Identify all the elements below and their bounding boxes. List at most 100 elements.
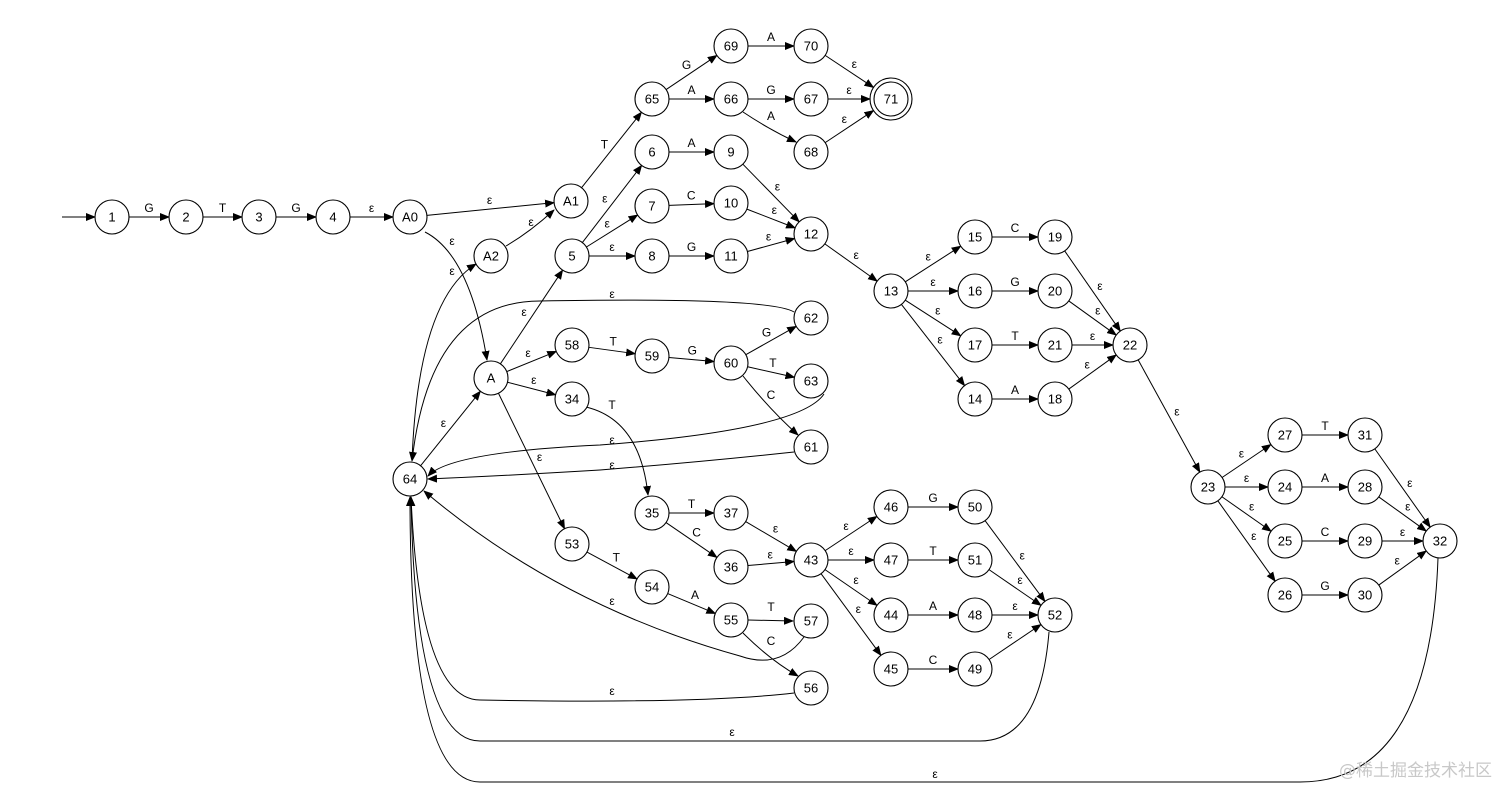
state-label: 55 [724, 613, 738, 628]
state-circle [1037, 219, 1073, 255]
edge-label: ε [773, 522, 779, 536]
edge-label: G [762, 326, 771, 340]
edge-line [824, 54, 875, 88]
edge-label: T [610, 335, 618, 349]
edge-label: ε [605, 216, 611, 230]
state-label: 10 [724, 196, 738, 211]
edge-line [988, 569, 1042, 606]
edge-label: ε [369, 201, 375, 215]
state-label: 69 [724, 39, 738, 54]
state-node-68: 68 [793, 134, 829, 170]
state-circle [713, 28, 749, 64]
state-circle [793, 134, 829, 170]
state-circle [1112, 327, 1148, 363]
state-node-47: 47 [873, 542, 909, 578]
edge-label: C [1321, 525, 1330, 539]
state-node-51: 51 [957, 542, 993, 578]
edge-label: ε [1020, 549, 1026, 563]
edge-label: ε [853, 573, 859, 587]
edge-67-to-71: ε [828, 83, 871, 103]
edge-48-to-52: ε [992, 599, 1039, 619]
state-label: 71 [884, 92, 898, 107]
edge-line [988, 623, 1042, 660]
edge-label: ε [1174, 405, 1180, 419]
edge-68-to-71: ε [824, 110, 875, 144]
edge-A0-to-A: ε [424, 231, 490, 361]
state-label: 63 [804, 374, 818, 389]
state-circle [873, 273, 909, 309]
edge-label: ε [852, 57, 858, 71]
edge-23-to-26: ε [1217, 500, 1276, 582]
edge-13-to-14: ε [901, 304, 966, 387]
state-node-35: 35 [634, 495, 670, 531]
edge-69-to-70: A [748, 30, 795, 50]
edge-line [745, 325, 798, 356]
edge-line [905, 299, 962, 337]
edge-35-to-36: C [665, 522, 718, 558]
edge-label: ε [609, 684, 615, 698]
edge-label: G [766, 83, 775, 97]
edge-label: ε [854, 248, 860, 262]
state-label: 65 [645, 92, 659, 107]
edge-label: ε [1090, 329, 1096, 343]
edge-line [742, 163, 800, 223]
edge-label: ε [609, 458, 615, 472]
state-label: 29 [1358, 534, 1372, 549]
edge-7-to-10: C [668, 189, 716, 208]
edge-line [667, 593, 717, 614]
state-node-64: 64 [392, 461, 428, 497]
state-label: 11 [724, 249, 738, 264]
state-label: 15 [968, 230, 982, 245]
edge-32-to-64: ε [406, 496, 1439, 783]
state-label: 6 [648, 145, 655, 160]
edge-64-to-A: ε [420, 390, 481, 467]
edge-65-to-69: G [665, 54, 718, 90]
state-circle [793, 542, 829, 578]
edge-label: G [291, 201, 300, 215]
state-node-56: 56 [793, 670, 829, 706]
edge-line [505, 209, 555, 247]
state-label: 48 [968, 608, 982, 623]
edge-label: T [769, 356, 777, 370]
state-circle [1037, 597, 1073, 633]
state-circle [873, 489, 909, 525]
state-node-65: 65 [634, 81, 670, 117]
state-circle [554, 381, 590, 417]
edge-36-to-43: ε [747, 548, 796, 567]
edge-line [824, 569, 878, 606]
state-node-57: 57 [793, 603, 829, 639]
edge-label: A [687, 83, 695, 97]
state-node-A0: A0 [392, 199, 428, 235]
edge-label: ε [528, 215, 534, 229]
state-node-A: A [473, 360, 509, 396]
edge-5-to-8: ε [589, 240, 636, 260]
edge-12-to-13: ε [824, 243, 878, 282]
state-node-70: 70 [793, 28, 829, 64]
state-label: 22 [1123, 338, 1137, 353]
state-circle [793, 429, 829, 465]
edge-line [407, 496, 795, 702]
state-node-2: 2 [168, 199, 204, 235]
state-label: 7 [648, 199, 655, 214]
edge-4-to-A0: ε [350, 201, 394, 221]
edge-62-to-64: ε [409, 287, 795, 462]
edge-line [820, 573, 882, 657]
edge-line [742, 111, 797, 143]
state-node-62: 62 [793, 300, 829, 336]
edge-line [747, 366, 796, 380]
edge-57-to-64: ε [423, 490, 805, 661]
state-label: 70 [804, 39, 818, 54]
edge-43-to-45: ε [820, 573, 882, 657]
edge-45-to-49: C [908, 653, 959, 673]
state-node-A2: A2 [473, 238, 509, 274]
edge-label: G [1010, 275, 1019, 289]
edge-70-to-71: ε [824, 54, 875, 88]
state-label: 13 [884, 284, 898, 299]
edge-43-to-47: ε [828, 544, 875, 564]
edge-label: ε [525, 346, 531, 360]
state-node-69: 69 [713, 28, 749, 64]
state-circle [553, 183, 589, 219]
state-circle [1037, 381, 1073, 417]
edge-label: ε [1407, 476, 1413, 490]
edge-5-to-7: ε [586, 214, 639, 248]
